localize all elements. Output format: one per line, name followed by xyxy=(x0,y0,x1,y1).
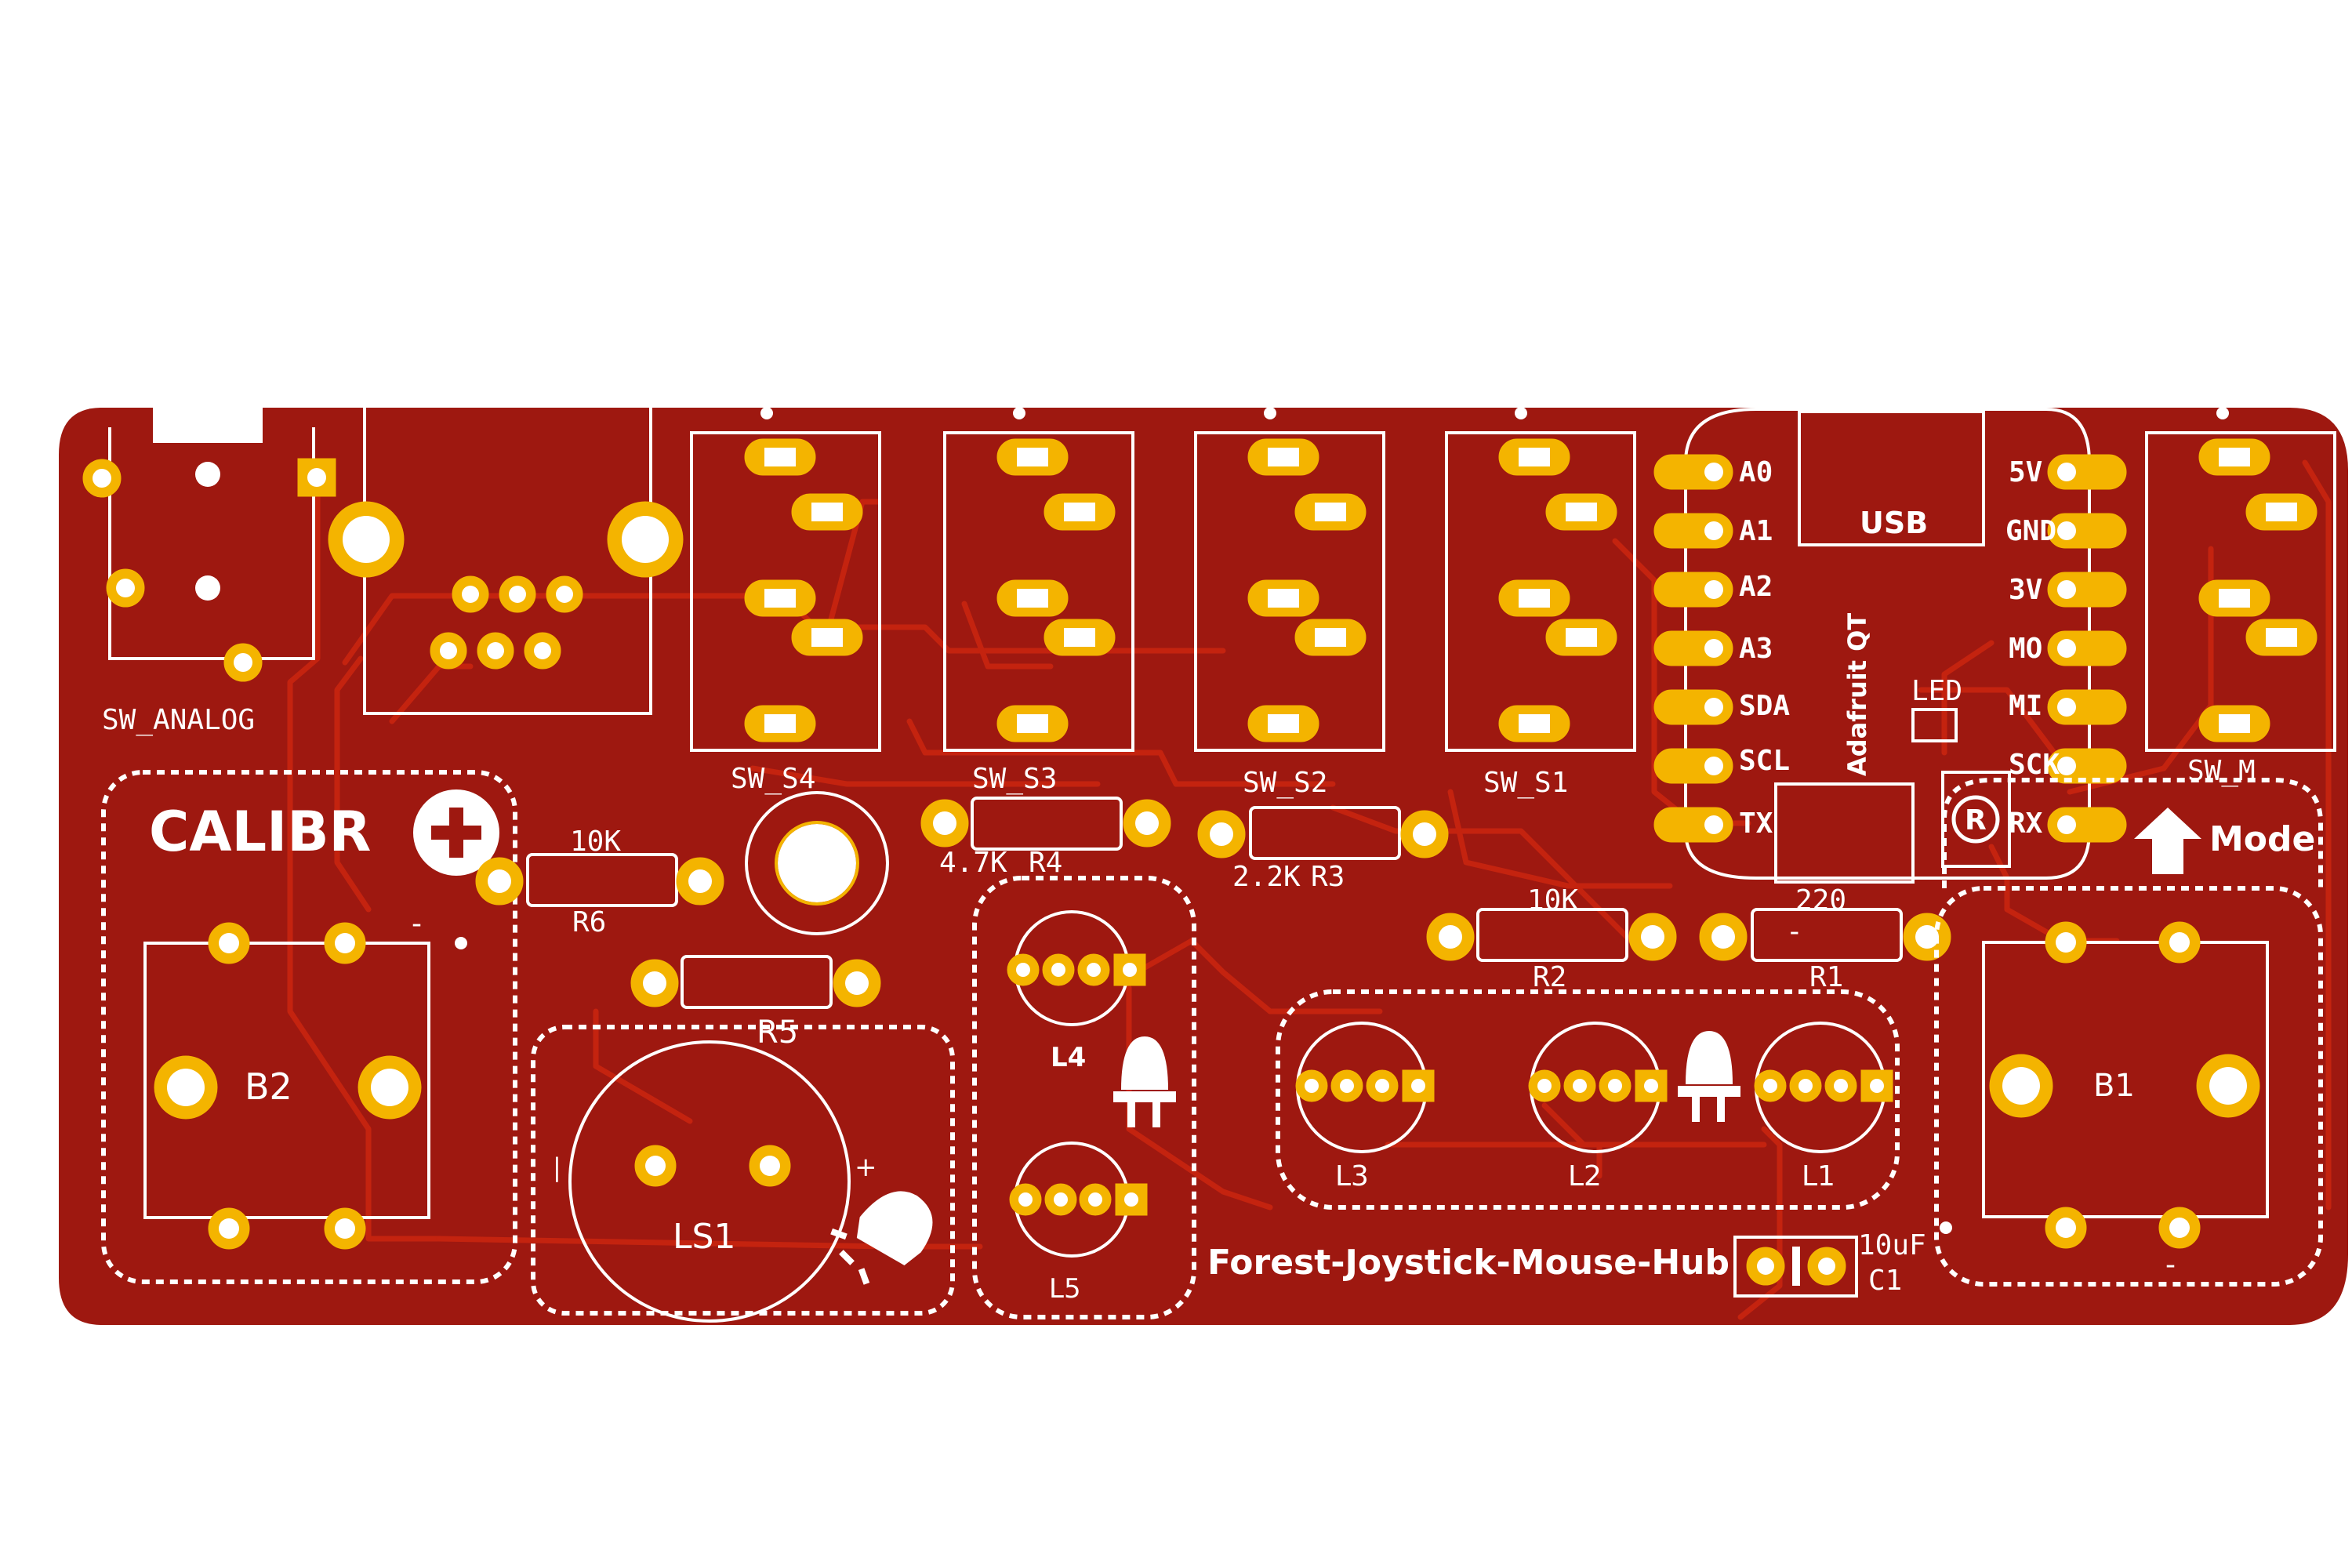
switch-footprints: SW_S4 SW_S3 SW_S2 xyxy=(690,407,2336,799)
r4-resistor: 4.7K R4 xyxy=(920,797,1171,879)
sw-s1: SW_S1 xyxy=(1445,407,1636,799)
qt-pin-mi: MI xyxy=(2009,690,2042,722)
r2-value: 10K xyxy=(1527,884,1578,916)
sw-m: SW_M xyxy=(2145,407,2336,787)
c1-capacitor: 10uF C1 xyxy=(1733,1229,1926,1298)
c1-value: 10uF xyxy=(1858,1229,1926,1261)
sw-s2-label: SW_S2 xyxy=(1243,767,1327,799)
r4-label: R4 xyxy=(1029,847,1062,879)
b1-label: B1 xyxy=(2093,1068,2135,1104)
r2-resistor: 10K R2 xyxy=(1426,884,1677,993)
led-label: LED xyxy=(1911,675,1962,707)
r6-resistor: 10K R6 xyxy=(475,826,724,938)
r3-resistor: 2.2K R3 xyxy=(1197,806,1449,893)
r3-value: 2.2K xyxy=(1232,861,1301,893)
mode-label: Mode xyxy=(2209,819,2315,859)
qt-pin-5v: 5V xyxy=(2009,456,2042,488)
b2-label: B2 xyxy=(245,1065,292,1108)
qt-pin-sck: SCK xyxy=(2009,749,2060,781)
qt-pin-tx: TX xyxy=(1739,808,1773,840)
ls1-plus-mark: + xyxy=(855,1152,877,1183)
r5-label: R5 xyxy=(757,1014,798,1051)
board-notch xyxy=(153,404,263,443)
ls1-label: LS1 xyxy=(673,1217,735,1257)
c1-label: C1 xyxy=(1868,1265,1902,1297)
ls1-region: LS1 | + xyxy=(531,1025,955,1323)
qt-pin-a2: A2 xyxy=(1739,571,1773,603)
qt-pin-a1: A1 xyxy=(1739,515,1773,547)
b2-footprint: B2 - xyxy=(143,908,467,1250)
qt-left-pins: A0 A1 A2 A3 SDA SCL TX xyxy=(1653,454,1790,843)
r6-label: R6 xyxy=(572,906,606,938)
qt-pin-3v: 3V xyxy=(2009,574,2042,606)
adafruit-qt-module: USB Adafruit QT LED R A0 A1 A2 A3 SDA SC… xyxy=(1653,408,2127,884)
l3-label: L3 xyxy=(1335,1160,1369,1192)
l1-label: L1 xyxy=(1802,1160,1835,1192)
l1-l3-region: L3 L2 L1 xyxy=(1276,989,1900,1210)
mounting-hole xyxy=(745,791,889,935)
l5-label: L5 xyxy=(1049,1273,1081,1305)
adafruit-label: Adafruit QT xyxy=(1842,613,1872,776)
sw-analog-footprint: SW_ANALOG xyxy=(82,427,336,736)
qt-pin-rx: RX xyxy=(2009,808,2043,840)
board-title: Forest-Joystick-Mouse-Hub xyxy=(1207,1243,1730,1283)
qt-pin-scl: SCL xyxy=(1739,745,1790,777)
b2-minus-label: - xyxy=(412,908,422,940)
b1-footprint: B1 - xyxy=(1940,921,2269,1281)
r6-value: 10K xyxy=(570,826,621,858)
l1-led: L1 xyxy=(1754,1022,1893,1192)
qt-pin-sda: SDA xyxy=(1739,690,1790,722)
r1-minus: - xyxy=(1786,916,1803,948)
sw-s3: SW_S3 xyxy=(943,407,1134,795)
qt-right-pins: 5V GND 3V MO MI SCK RX xyxy=(2005,454,2127,843)
l2-led: L2 xyxy=(1528,1022,1668,1192)
l3-led: L3 xyxy=(1295,1022,1435,1192)
copper-traces xyxy=(287,459,2332,1320)
sw-s4-label: SW_S4 xyxy=(731,763,815,795)
r2-label: R2 xyxy=(1533,961,1566,993)
arrow-up-icon xyxy=(2134,808,2201,874)
led-icon-l4 xyxy=(1113,1036,1176,1127)
led-icon-l2 xyxy=(1678,1031,1740,1122)
l4-l5-region: L4 L5 xyxy=(972,876,1196,1319)
qt-pin-mo: MO xyxy=(2009,633,2042,665)
sw-s3-label: SW_S3 xyxy=(972,763,1057,795)
b1-minus-label: - xyxy=(2165,1249,2176,1281)
calibr-label: CALIBR xyxy=(149,800,371,864)
sw-s4: SW_S4 xyxy=(690,407,881,795)
sw-analog-label: SW_ANALOG xyxy=(102,704,255,736)
r1-label: R1 xyxy=(1809,961,1843,993)
r4-value: 4.7K xyxy=(939,847,1007,879)
usb-label: USB xyxy=(1860,506,1928,540)
calibr-region: CALIBR B2 - xyxy=(101,770,517,1284)
adafruit-logo: R xyxy=(1965,804,1987,837)
sw-s2: SW_S2 xyxy=(1194,407,1385,799)
l4-led: L4 xyxy=(1007,910,1146,1073)
ls1-pin1-mark: | xyxy=(553,1152,561,1182)
l4-label: L4 xyxy=(1051,1042,1086,1073)
l5-led: L5 xyxy=(1009,1142,1148,1305)
r3-label: R3 xyxy=(1311,861,1345,893)
sw-s1-label: SW_S1 xyxy=(1483,767,1568,799)
r5-resistor: R5 xyxy=(630,955,881,1051)
qt-pin-a0: A0 xyxy=(1739,456,1773,488)
siren-icon xyxy=(830,1191,933,1285)
mode-region: Mode B1 - xyxy=(1934,778,2323,1287)
r1-value: 220 xyxy=(1795,884,1846,916)
qt-pin-a3: A3 xyxy=(1739,633,1773,665)
l2-label: L2 xyxy=(1568,1160,1602,1192)
connector-footprint xyxy=(328,408,684,715)
qt-pin-gnd: GND xyxy=(2005,515,2056,547)
